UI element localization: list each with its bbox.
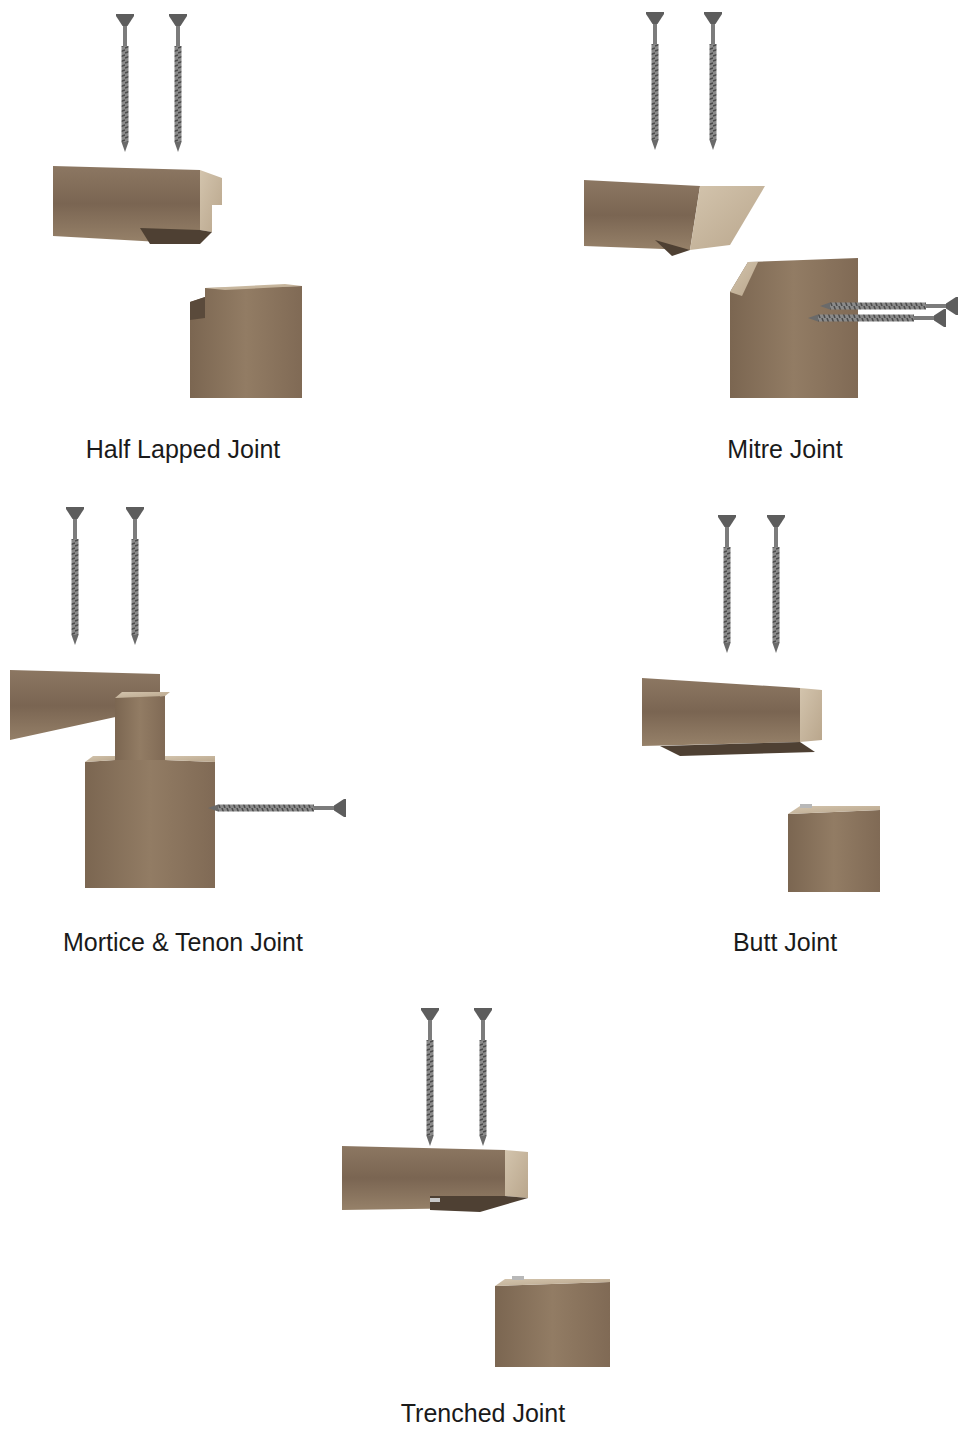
joint-caption: Mortice & Tenon Joint: [63, 927, 303, 957]
mortice-tenon-joint: [10, 507, 346, 888]
half-lapped-joint: [53, 14, 302, 398]
joint-caption: Butt Joint: [733, 927, 837, 957]
mitre-joint: [584, 12, 958, 398]
joint-caption: Trenched Joint: [401, 1398, 565, 1428]
trenched-joint: [342, 1008, 610, 1367]
joint-caption: Mitre Joint: [727, 434, 842, 464]
butt-joint: [642, 515, 880, 892]
joint-caption: Half Lapped Joint: [86, 434, 281, 464]
